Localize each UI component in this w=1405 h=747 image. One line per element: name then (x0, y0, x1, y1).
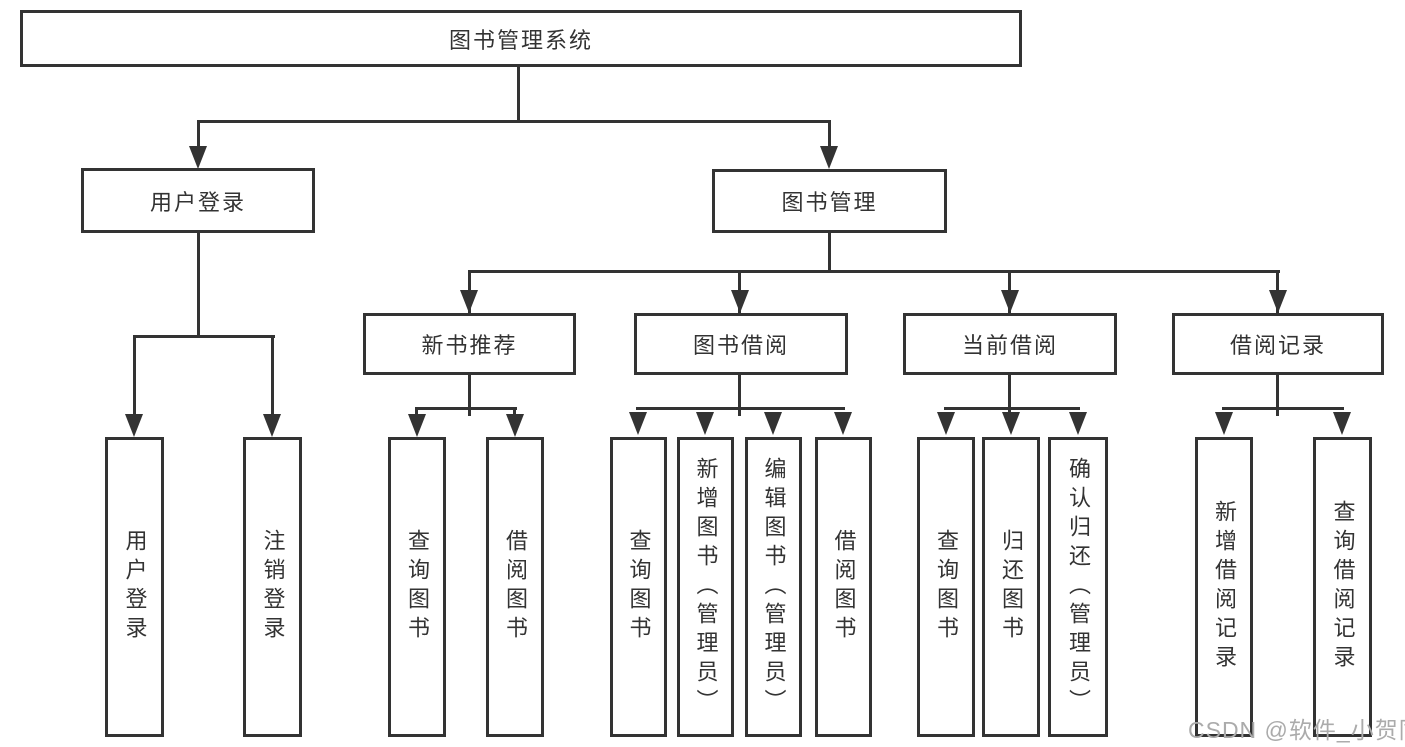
connector-line (133, 335, 136, 416)
connector-line (517, 67, 520, 123)
watermark: CSDN @软件_小贺同学 (1188, 717, 1405, 743)
leaf-borrow-books-recommend: 借阅图书 (486, 437, 544, 737)
leaf-borrow-books-borrow: 借阅图书 (815, 437, 872, 737)
node-book-borrow-label: 图书借阅 (692, 333, 789, 358)
arrow-down-icon (731, 290, 749, 313)
leaf-edit-book-admin-label: 编辑图书（管理员） (761, 456, 787, 718)
arrow-down-icon (820, 146, 838, 169)
connector-line (1008, 375, 1011, 410)
connector-line (738, 375, 741, 410)
arrow-down-icon (1002, 412, 1020, 435)
leaf-query-borrow-record: 查询借阅记录 (1313, 437, 1372, 737)
connector-line (828, 123, 831, 149)
connector-line (636, 407, 845, 410)
node-root: 图书管理系统 (20, 10, 1022, 67)
connector-line (828, 233, 831, 273)
node-new-book-recommend-label: 新书推荐 (421, 333, 518, 358)
arrow-down-icon (1333, 412, 1351, 435)
node-current-borrow: 当前借阅 (903, 313, 1117, 375)
connector-line (271, 335, 274, 416)
leaf-query-borrow-record-label: 查询借阅记录 (1330, 500, 1356, 674)
connector-line (468, 375, 471, 410)
leaf-logout-label: 注销登录 (260, 529, 286, 645)
connector-line (1222, 407, 1344, 410)
node-root-label: 图书管理系统 (448, 27, 593, 53)
leaf-user-login: 用户登录 (105, 437, 164, 737)
connector-line (468, 270, 1280, 273)
connector-line (415, 407, 418, 417)
leaf-user-login-label: 用户登录 (122, 529, 148, 645)
node-new-book-recommend: 新书推荐 (363, 313, 576, 375)
node-user-login-label: 用户登录 (149, 189, 246, 215)
node-borrow-records-label: 借阅记录 (1229, 333, 1326, 358)
leaf-query-books-borrow-label: 查询图书 (626, 529, 652, 645)
leaf-add-book-admin: 新增图书（管理员） (677, 437, 734, 737)
node-book-management-label: 图书管理 (781, 190, 878, 215)
arrow-down-icon (263, 414, 281, 437)
connector-line (513, 407, 516, 417)
arrow-down-icon (1215, 412, 1233, 435)
node-borrow-records: 借阅记录 (1172, 313, 1384, 375)
leaf-return-books: 归还图书 (982, 437, 1040, 737)
node-user-login: 用户登录 (81, 168, 315, 233)
arrow-down-icon (506, 414, 524, 437)
arrow-down-icon (125, 414, 143, 437)
leaf-query-books-recommend: 查询图书 (388, 437, 446, 737)
node-current-borrow-label: 当前借阅 (961, 333, 1058, 358)
node-book-management: 图书管理 (712, 169, 947, 233)
arrow-down-icon (696, 412, 714, 435)
arrow-down-icon (764, 412, 782, 435)
arrow-down-icon (629, 412, 647, 435)
connector-line (197, 123, 200, 149)
connector-line (133, 335, 275, 338)
leaf-borrow-books-recommend-label: 借阅图书 (503, 529, 528, 645)
arrow-down-icon (408, 414, 426, 437)
arrow-down-icon (1001, 290, 1019, 313)
connector-line (197, 120, 831, 123)
connector-line (415, 407, 517, 410)
leaf-logout: 注销登录 (243, 437, 302, 737)
leaf-add-borrow-record-label: 新增借阅记录 (1212, 500, 1237, 674)
connector-line (1276, 375, 1279, 410)
node-book-borrow: 图书借阅 (634, 313, 848, 375)
arrow-down-icon (1069, 412, 1087, 435)
arrow-down-icon (937, 412, 955, 435)
leaf-confirm-return-admin: 确认归还（管理员） (1048, 437, 1108, 737)
leaf-query-books-recommend-label: 查询图书 (405, 529, 430, 645)
leaf-query-books-current: 查询图书 (917, 437, 975, 737)
connector-line (197, 233, 200, 338)
arrow-down-icon (460, 290, 478, 313)
leaf-query-books-borrow: 查询图书 (610, 437, 667, 737)
leaf-edit-book-admin: 编辑图书（管理员） (745, 437, 802, 737)
arrow-down-icon (189, 146, 207, 169)
connector-line (944, 407, 1080, 410)
leaf-confirm-return-admin-label: 确认归还（管理员） (1066, 456, 1091, 718)
arrow-down-icon (834, 412, 852, 435)
leaf-add-borrow-record: 新增借阅记录 (1195, 437, 1253, 737)
arrow-down-icon (1269, 290, 1287, 313)
leaf-return-books-label: 归还图书 (999, 529, 1024, 645)
leaf-query-books-current-label: 查询图书 (934, 529, 959, 645)
leaf-add-book-admin-label: 新增图书（管理员） (693, 456, 719, 718)
leaf-borrow-books-borrow-label: 借阅图书 (831, 529, 857, 645)
